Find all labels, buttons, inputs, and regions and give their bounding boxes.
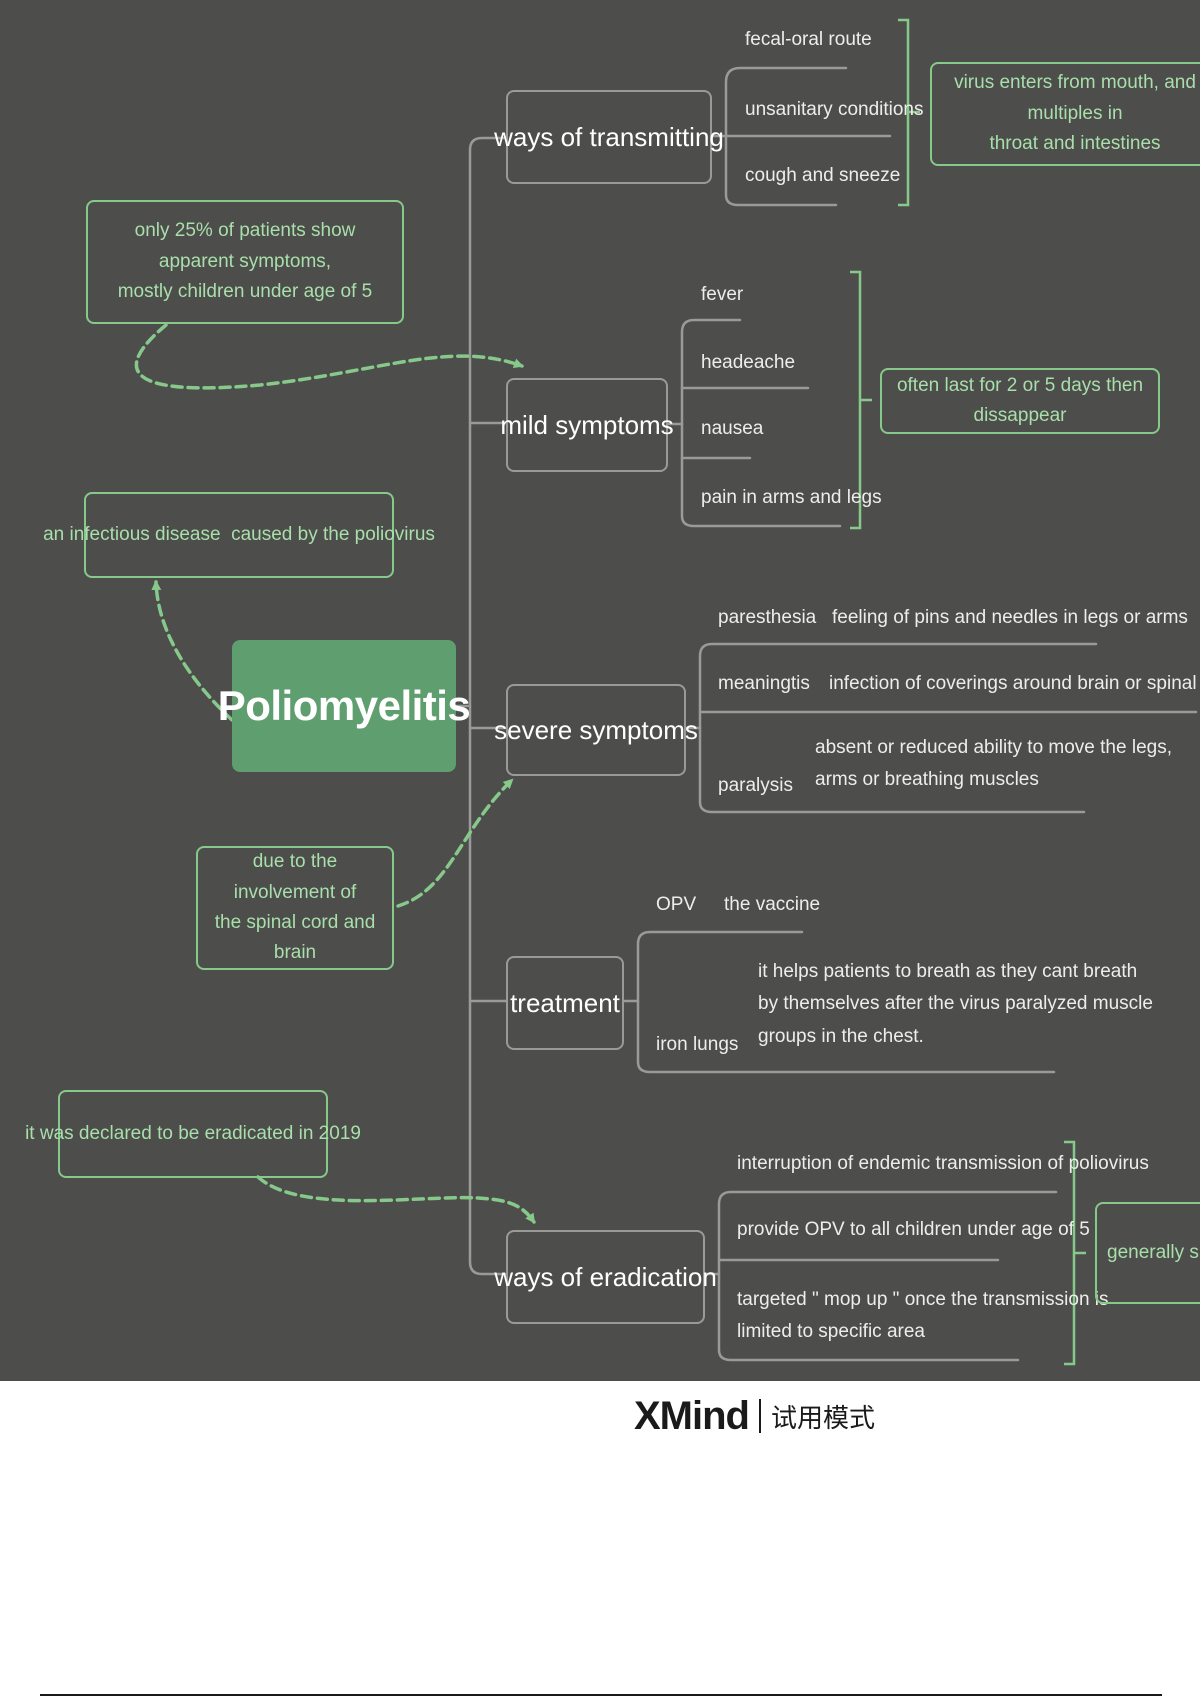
branch-treatment[interactable]: treatment <box>506 956 624 1050</box>
callout-text: only 25% of patients show apparent sympt… <box>117 220 373 303</box>
summary-transmitting[interactable]: virus enters from mouth, and multiples i… <box>930 62 1200 166</box>
relation-declared-to-eradication <box>256 1175 536 1224</box>
relation-patients-to-mild <box>134 323 524 390</box>
branch-label: treatment <box>510 987 620 1018</box>
summary-text: often last for 2 or 5 days then dissappe… <box>896 374 1144 426</box>
leaf-targeted-mop-up[interactable]: targeted " mop up " once the transmissio… <box>737 1289 1109 1343</box>
callout-text: an infectious disease caused by the poli… <box>43 523 435 545</box>
leaf-pain-in-arms-and-legs[interactable]: pain in arms and legs <box>701 487 882 508</box>
trunk-spine <box>468 136 508 1276</box>
summary-text: generally simila <box>1107 1241 1200 1263</box>
footer-separator <box>758 1399 761 1433</box>
branch-severe-symptoms[interactable]: severe symptoms <box>494 684 698 776</box>
branch-ways-of-eradication[interactable]: ways of eradication <box>494 1230 717 1324</box>
leaf-cough-and-sneeze[interactable]: cough and sneeze <box>745 165 901 186</box>
root-topic-poliomyelitis[interactable]: Poliomyelitis <box>218 640 471 772</box>
leaf-provide-opv[interactable]: provide OPV to all children under age of… <box>737 1219 1090 1240</box>
leaf-paralysis[interactable]: paralysis <box>718 775 793 796</box>
callout-patients[interactable]: only 25% of patients show apparent sympt… <box>86 200 404 324</box>
callout-text: due to the involvement of the spinal cor… <box>214 851 376 964</box>
mind-map-canvas: Poliomyelitis ways of transmitting mild … <box>0 0 1200 1381</box>
leaf-opv-detail[interactable]: the vaccine <box>724 894 821 915</box>
relation-involvement-to-severe <box>396 778 514 908</box>
branch-label: ways of transmitting <box>494 121 724 152</box>
callout-text: it was declared to be eradicated in 2019 <box>25 1122 361 1144</box>
xmind-logo: XMind <box>634 1393 750 1438</box>
connector-lines <box>134 18 1198 1366</box>
leaf-iron-lungs[interactable]: iron lungs <box>656 1034 739 1055</box>
branch-ways-of-transmitting[interactable]: ways of transmitting <box>494 90 724 184</box>
leaf-opv[interactable]: OPV <box>656 894 697 915</box>
page-bottom-rule <box>40 1694 1162 1696</box>
leaf-iron-lungs-detail[interactable]: it helps patients to breath as they cant… <box>758 961 1153 1047</box>
leaf-interruption-of-transmission[interactable]: interruption of endemic transmission of … <box>737 1153 1149 1174</box>
root-topic-label: Poliomyelitis <box>217 682 471 729</box>
leaf-meaningtis-detail[interactable]: infection of coverings around brain or s… <box>829 673 1200 694</box>
branch-label: severe symptoms <box>494 714 698 745</box>
callout-involvement[interactable]: due to the involvement of the spinal cor… <box>196 846 394 970</box>
footer-watermark: XMind 试用模式 <box>634 1388 875 1444</box>
trial-mode-label: 试用模式 <box>770 1402 875 1433</box>
leaf-paresthesia[interactable]: paresthesia <box>718 607 817 628</box>
relation-root-to-definition <box>151 580 234 722</box>
callout-declared[interactable]: it was declared to be eradicated in 2019 <box>25 1090 361 1178</box>
summary-text: virus enters from mouth, and multiples i… <box>954 72 1196 155</box>
summary-eradication[interactable]: generally simila <box>1095 1202 1200 1304</box>
leaf-fecal-oral-route[interactable]: fecal-oral route <box>745 29 872 50</box>
leaf-unsanitary-conditions[interactable]: unsanitary conditions <box>745 99 924 120</box>
leaf-nausea[interactable]: nausea <box>701 418 764 439</box>
callout-definition[interactable]: an infectious disease caused by the poli… <box>43 492 435 578</box>
branch-label: mild symptoms <box>500 409 674 440</box>
leaf-fever[interactable]: fever <box>701 284 744 305</box>
leaf-paresthesia-detail[interactable]: feeling of pins and needles in legs or a… <box>832 607 1188 628</box>
branch-label: ways of eradication <box>494 1261 717 1292</box>
leaf-headeache[interactable]: headeache <box>701 352 796 373</box>
leaf-paralysis-detail[interactable]: absent or reduced ability to move the le… <box>815 737 1172 791</box>
branch-mild-symptoms[interactable]: mild symptoms <box>500 378 674 472</box>
summary-mild[interactable]: often last for 2 or 5 days then dissappe… <box>880 368 1160 434</box>
leaf-meaningtis[interactable]: meaningtis <box>718 673 810 694</box>
